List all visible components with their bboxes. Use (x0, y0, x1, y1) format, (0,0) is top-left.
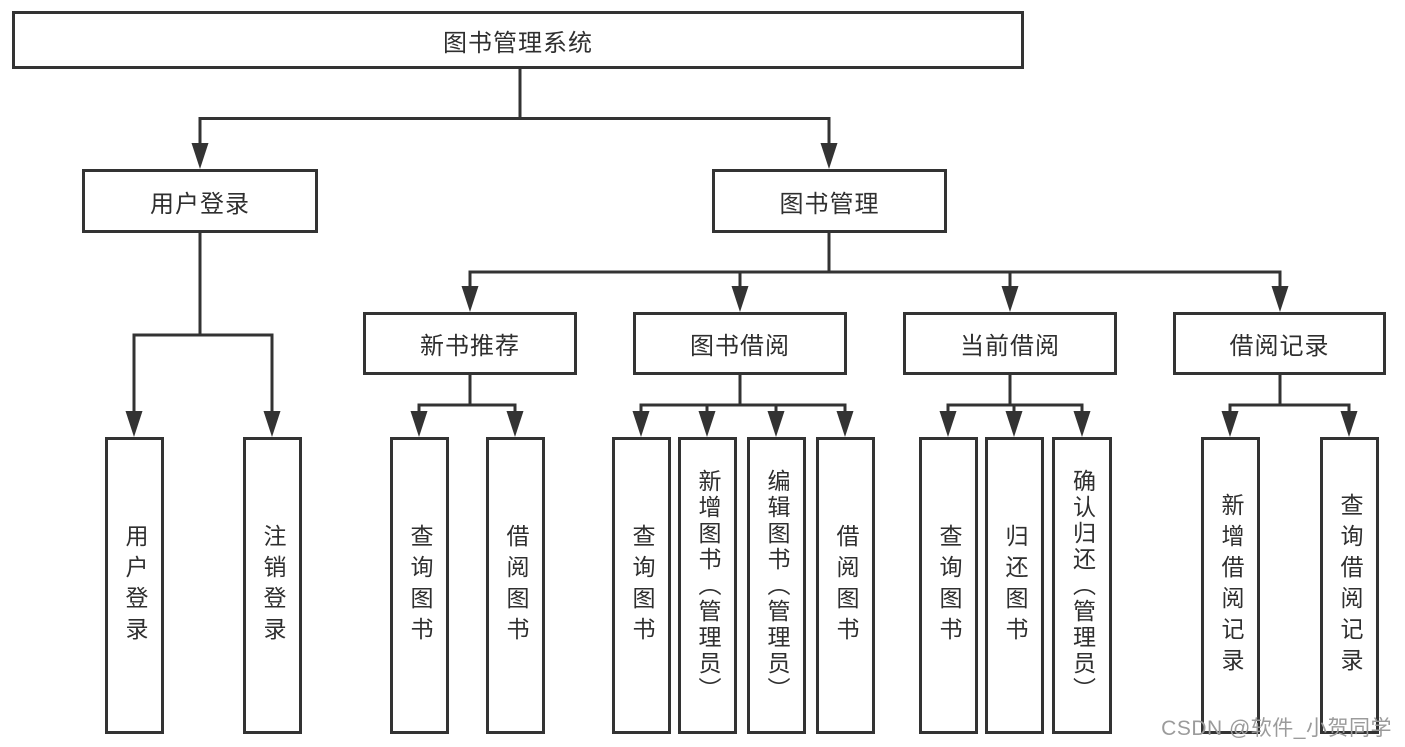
leaf-add-book-admin-label: 新增图书（管理员） (695, 468, 721, 703)
leaf-add-borrow-record-label: 新增借阅记录 (1218, 492, 1244, 679)
leaf-query-book-2: 查询图书 (612, 437, 671, 734)
connector-user-login-fork (132, 233, 274, 416)
leaf-user-login: 用户登录 (105, 437, 164, 734)
node-current-borrow: 当前借阅 (903, 312, 1117, 375)
leaf-query-book-3: 查询图书 (919, 437, 978, 734)
node-borrow-records-label: 借阅记录 (1229, 333, 1330, 360)
connector-root-fork (198, 68, 831, 148)
node-new-book-rec-label: 新书推荐 (420, 333, 520, 360)
node-book-mgmt-label: 图书管理 (779, 190, 880, 218)
node-new-book-rec: 新书推荐 (363, 312, 577, 375)
leaf-query-book-1-label: 查询图书 (407, 523, 433, 648)
node-root-label: 图书管理系统 (443, 29, 593, 57)
connector-borrow-records-fork (1228, 375, 1351, 416)
leaf-borrow-book-2: 借阅图书 (816, 437, 875, 734)
arrowheads-current-borrow-fork (939, 411, 1091, 437)
arrowheads-borrow-records-fork (1221, 411, 1358, 437)
node-book-borrow: 图书借阅 (633, 312, 847, 375)
arrowheads-new-book-rec-fork (410, 411, 524, 437)
leaf-edit-book-admin: 编辑图书（管理员） (747, 437, 806, 734)
leaf-user-login-label: 用户登录 (122, 523, 148, 648)
node-user-login-label: 用户登录 (150, 190, 250, 218)
csdn-watermark: CSDN @软件_小贺同学 (1161, 717, 1392, 740)
connector-book-mgmt-fork (468, 233, 1282, 292)
connector-current-borrow-fork (946, 375, 1084, 416)
leaf-query-book-1: 查询图书 (390, 437, 449, 734)
leaf-add-book-admin: 新增图书（管理员） (678, 437, 737, 734)
leaf-borrow-book-2-label: 借阅图书 (833, 523, 859, 648)
connector-book-borrow-fork (639, 375, 847, 416)
leaf-add-borrow-record: 新增借阅记录 (1201, 437, 1260, 734)
node-current-borrow-label: 当前借阅 (960, 333, 1060, 360)
leaf-query-borrow-record: 查询借阅记录 (1320, 437, 1379, 734)
leaf-return-book: 归还图书 (985, 437, 1044, 734)
leaf-confirm-return-admin-label: 确认归还（管理员） (1069, 468, 1096, 703)
node-root: 图书管理系统 (12, 11, 1024, 69)
leaf-query-borrow-record-label: 查询借阅记录 (1337, 492, 1363, 679)
leaf-logout-label: 注销登录 (260, 523, 286, 648)
leaf-confirm-return-admin: 确认归还（管理员） (1052, 437, 1112, 734)
node-borrow-records: 借阅记录 (1173, 312, 1386, 375)
leaf-query-book-3-label: 查询图书 (936, 523, 962, 648)
leaf-logout: 注销登录 (243, 437, 302, 734)
arrowheads-book-mgmt-fork (461, 286, 1289, 312)
node-book-borrow-label: 图书借阅 (690, 333, 790, 360)
connector-new-book-rec-fork (417, 375, 517, 416)
node-book-mgmt: 图书管理 (712, 169, 947, 233)
leaf-edit-book-admin-label: 编辑图书（管理员） (764, 468, 790, 703)
leaf-query-book-2-label: 查询图书 (629, 523, 655, 648)
arrowheads-user-login-fork (125, 411, 281, 437)
arrowheads-root-fork (191, 143, 838, 169)
leaf-borrow-book-1: 借阅图书 (486, 437, 545, 734)
node-user-login: 用户登录 (82, 169, 318, 233)
leaf-borrow-book-1-label: 借阅图书 (503, 523, 529, 648)
leaf-return-book-label: 归还图书 (1002, 523, 1028, 648)
arrowheads-book-borrow-fork (632, 411, 854, 437)
